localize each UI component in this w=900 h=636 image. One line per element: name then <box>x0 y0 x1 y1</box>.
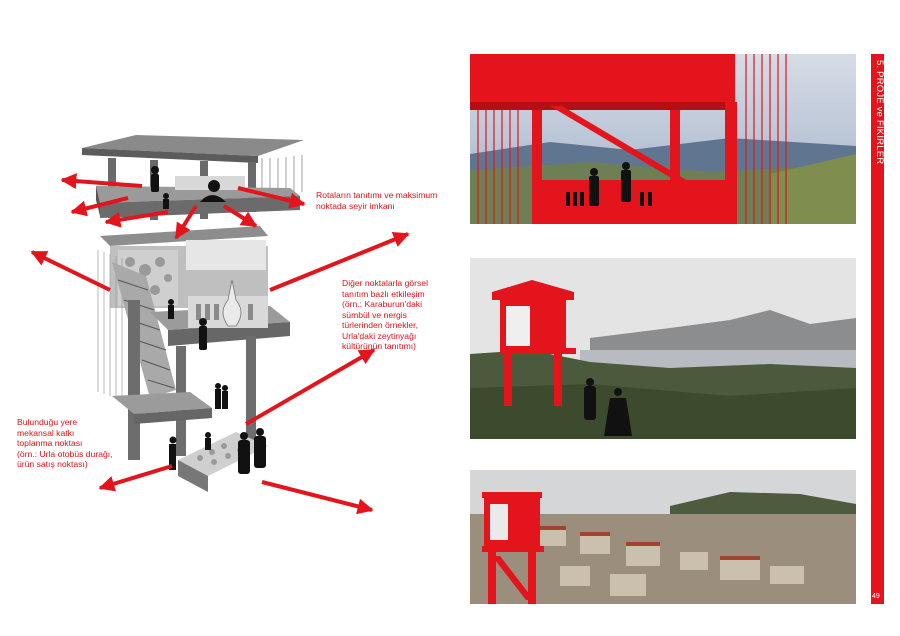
photo-tower-town <box>470 470 856 604</box>
annotation-observation: Rotaların tanıtımı ve maksimum noktada s… <box>316 190 438 211</box>
section-title: 5. PROJE ve FİKİRLER <box>874 60 885 165</box>
section-band: 5. PROJE ve FİKİRLER 49 <box>871 54 885 604</box>
page-number: 49 <box>872 593 880 600</box>
photo-tower-interior-view <box>470 54 856 224</box>
photo-tower-landscape <box>470 258 856 439</box>
annotation-interaction: Diğer noktalarla görsel tanıtım bazlı et… <box>342 278 428 351</box>
annotation-gathering: Bulunduğu yere mekansal katkı toplanma n… <box>17 417 113 469</box>
tower-axonometric-drawing <box>30 135 410 515</box>
